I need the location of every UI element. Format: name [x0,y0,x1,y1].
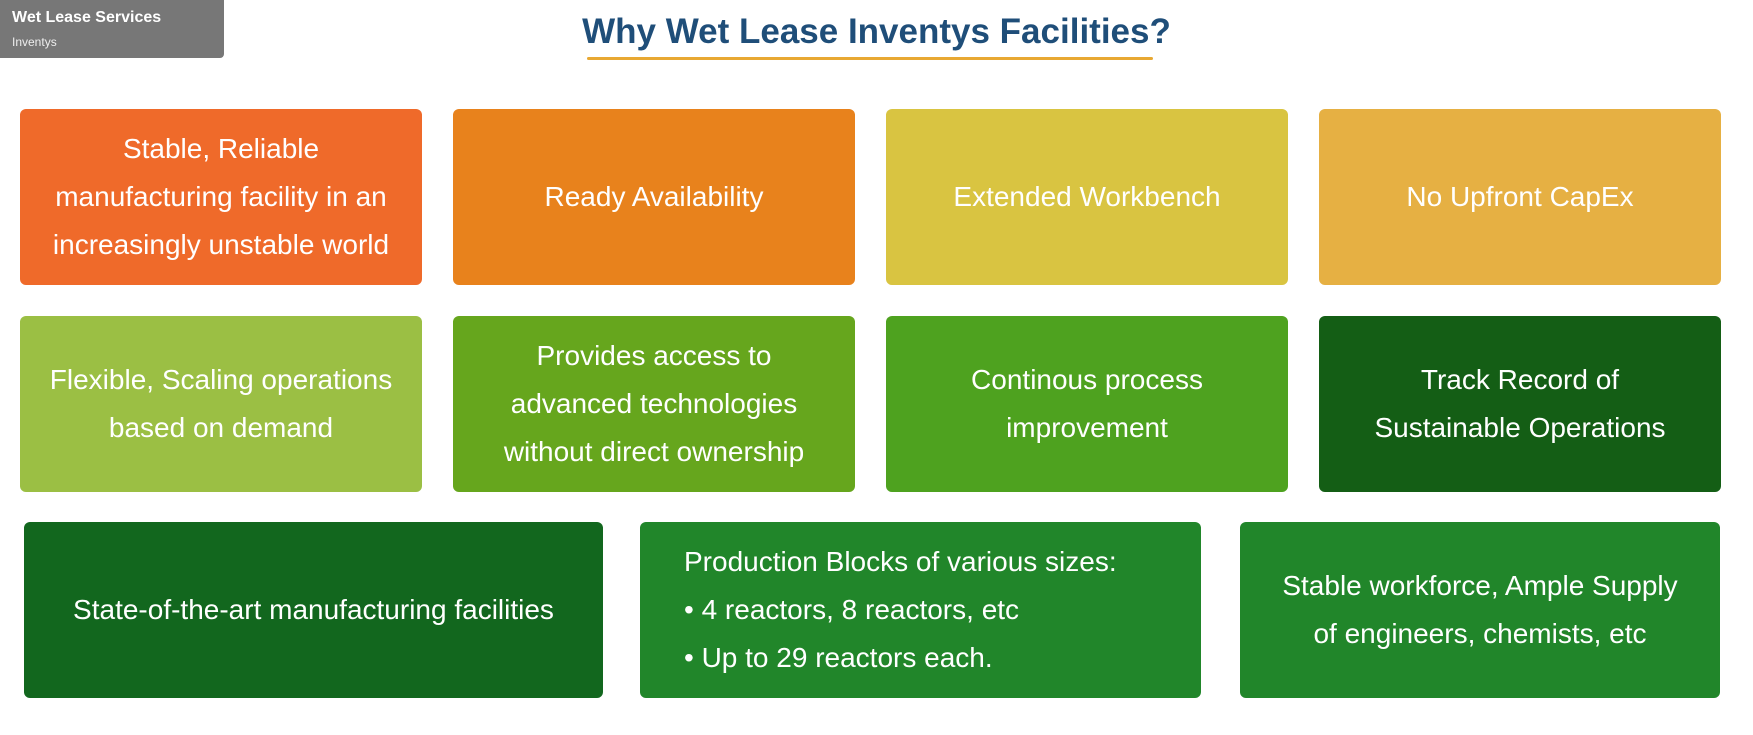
benefit-text: No Upfront CapEx [1406,173,1633,221]
benefit-line: Production Blocks of various sizes: [684,546,1117,577]
benefit-bullet: • Up to 29 reactors each. [684,642,993,673]
benefit-line: Sustainable Operations [1374,412,1666,443]
benefit-production-blocks: Production Blocks of various sizes: • 4 … [640,522,1201,698]
wet-lease-services-tag: Wet Lease Services Inventys [0,0,224,58]
benefit-text: Track Record of Sustainable Operations [1374,356,1665,452]
benefit-extended-workbench: Extended Workbench [886,109,1288,285]
benefit-line: Provides access to [536,340,772,371]
benefit-line: increasingly unstable world [52,229,390,260]
benefit-line: Extended Workbench [953,181,1221,212]
benefit-line: Stable workforce, Ample Supply [1282,570,1678,601]
benefit-text: Continous process improvement [971,356,1203,452]
benefit-line: Stable, Reliable [122,133,320,164]
benefit-stable-reliable: Stable, Reliable manufacturing facility … [20,109,422,285]
benefit-flexible-scaling: Flexible, Scaling operations based on de… [20,316,422,492]
benefit-advanced-technologies: Provides access to advanced technologies… [453,316,855,492]
benefit-line: Continous process [971,364,1203,395]
benefit-continous-improvement: Continous process improvement [886,316,1288,492]
benefit-line: Track Record of [1420,364,1620,395]
tag-title: Wet Lease Services [12,9,162,26]
benefit-text: State-of-the-art manufacturing facilitie… [73,586,554,634]
page-title: Why Wet Lease Inventys Facilities? [582,12,1171,51]
benefit-no-upfront-capex: No Upfront CapEx [1319,109,1721,285]
benefit-text: Stable, Reliable manufacturing facility … [53,125,389,269]
benefit-text: Provides access to advanced technologies… [504,332,804,476]
benefit-state-of-the-art: State-of-the-art manufacturing facilitie… [24,522,603,698]
title-underline [587,57,1153,60]
benefit-line: No Upfront CapEx [1406,181,1634,212]
benefit-line: of engineers, chemists, etc [1313,618,1647,649]
benefit-text: Flexible, Scaling operations based on de… [50,356,392,452]
benefit-ready-availability: Ready Availability [453,109,855,285]
benefit-stable-workforce: Stable workforce, Ample Supply of engine… [1240,522,1720,698]
benefit-text: Stable workforce, Ample Supply of engine… [1282,562,1677,658]
benefit-bullet: • 4 reactors, 8 reactors, etc [684,594,1020,625]
benefit-line: without direct ownership [503,436,805,467]
benefit-line: improvement [1006,412,1168,443]
benefit-text: Production Blocks of various sizes: • 4 … [684,538,1117,682]
benefit-text: Ready Availability [545,173,764,221]
benefit-line: State-of-the-art manufacturing facilitie… [73,594,554,625]
benefit-line: advanced technologies [510,388,798,419]
benefit-line: Flexible, Scaling operations [49,364,393,395]
benefit-line: Ready Availability [544,181,764,212]
benefit-line: based on demand [108,412,334,443]
benefit-text: Extended Workbench [953,173,1220,221]
benefit-track-record: Track Record of Sustainable Operations [1319,316,1721,492]
tag-subtitle: Inventys [12,35,57,49]
benefit-line: manufacturing facility in an [55,181,387,212]
